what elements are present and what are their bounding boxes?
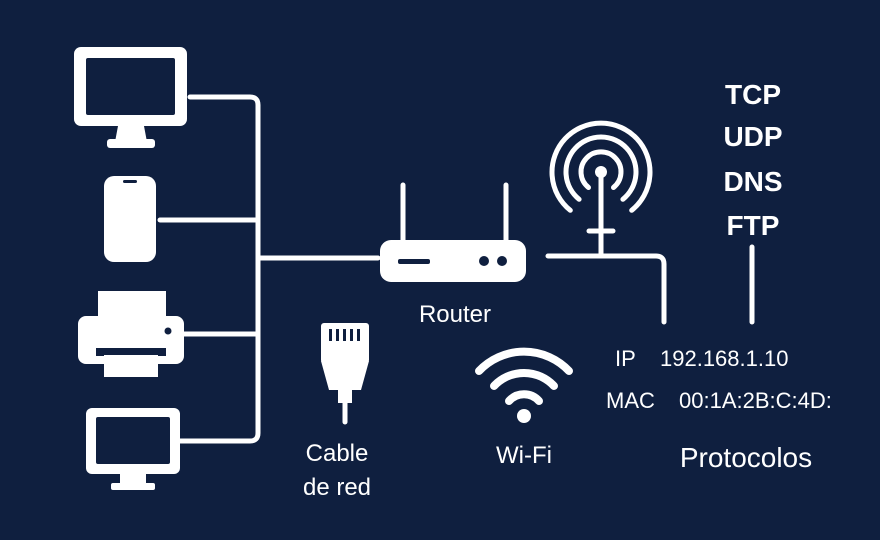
router-icon [380, 182, 526, 282]
smartphone-icon [104, 176, 156, 262]
printer-icon [78, 291, 184, 377]
device-bus-line [177, 94, 261, 444]
wifi-icon [475, 347, 573, 423]
ip-label: IP [615, 346, 636, 371]
protocol-udp: UDP [723, 121, 782, 152]
protocol-dns: DNS [723, 166, 782, 197]
protocols-title: Protocolos [680, 442, 812, 473]
monitor-icon [74, 47, 187, 148]
cable-label-line1: Cable [306, 440, 369, 467]
mac-value: 00:1A:2B:C:4D: [679, 388, 832, 413]
monitor-icon [86, 408, 180, 490]
protocol-tcp: TCP [725, 79, 781, 110]
mac-label: MAC [606, 388, 655, 413]
cable-label-line2: de red [303, 474, 371, 501]
ethernet-plug-icon [321, 323, 369, 425]
antenna-icon [549, 120, 653, 259]
ip-value: 192.168.1.10 [660, 346, 788, 371]
wifi-label: Wi-Fi [496, 442, 552, 469]
router-label: Router [419, 301, 491, 328]
protocol-list: TCP UDP DNS FTP [723, 79, 782, 241]
device-wiring [157, 94, 755, 444]
antenna-link [545, 253, 667, 325]
protocol-ftp: FTP [727, 210, 780, 241]
